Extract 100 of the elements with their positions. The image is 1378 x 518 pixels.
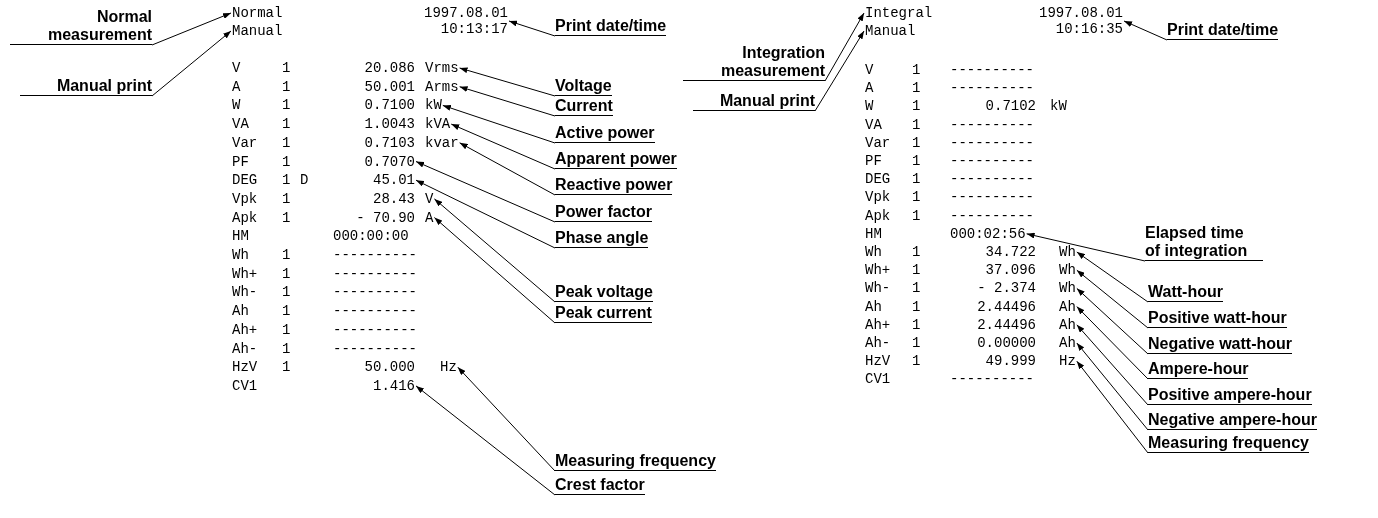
- printout-text: 1: [912, 171, 921, 188]
- printout-text: ----------: [950, 371, 1034, 388]
- printout-text: ----------: [950, 207, 1034, 224]
- printout-text: 1: [912, 335, 921, 351]
- printout-text: 0.7100: [364, 97, 415, 114]
- printout-text: 1: [282, 172, 291, 189]
- printout-text: A: [425, 209, 434, 226]
- leader-line: [1076, 360, 1149, 454]
- leader-line: [433, 198, 556, 303]
- printout-text: Vpk: [865, 189, 891, 206]
- printout-text: 2.44496: [977, 316, 1036, 333]
- callout-label: Peak voltage: [555, 283, 653, 302]
- leader-line: [433, 217, 556, 324]
- printout-text: 1: [912, 134, 921, 151]
- printout-text: HzV: [865, 353, 891, 370]
- callout-label: Print date/time: [555, 17, 667, 36]
- printout-text: 1: [912, 153, 921, 169]
- printout-text: 1: [912, 316, 921, 333]
- printout-text: 1: [282, 60, 291, 76]
- printout-text: Apk: [232, 209, 258, 226]
- leader-line: [450, 123, 556, 170]
- printout-text: Apk: [865, 207, 891, 224]
- callout-label: Apparent power: [555, 150, 677, 169]
- printout-text: 1: [282, 265, 291, 282]
- callout-label: Integration measurement: [683, 44, 825, 81]
- printout-text: Manual: [232, 23, 283, 39]
- printout-text: ----------: [950, 80, 1034, 97]
- printout-text: Vpk: [232, 190, 258, 207]
- leader-line: [1076, 251, 1149, 303]
- printout-text: ----------: [333, 247, 417, 263]
- leader-line: [415, 179, 556, 249]
- printout-text: Wh: [1059, 280, 1076, 297]
- printout-text: Wh: [865, 244, 882, 260]
- printout-text: kW: [425, 97, 442, 114]
- callout-label: Negative ampere-hour: [1148, 411, 1317, 430]
- printout-text: HM: [232, 228, 249, 245]
- printout-text: 1: [912, 116, 921, 133]
- printout-text: ----------: [333, 284, 417, 301]
- callout-label: Active power: [555, 124, 655, 143]
- leader-line: [459, 67, 556, 97]
- printout-text: CV1: [865, 371, 891, 388]
- printout-text: 49.999: [985, 353, 1036, 370]
- printout-text: Integral: [865, 5, 933, 21]
- printout-text: 1: [282, 134, 291, 151]
- printout-text: DEG: [865, 171, 891, 188]
- printout-text: Manual: [865, 23, 916, 39]
- leader-line: [1076, 287, 1149, 355]
- printout-text: - 70.90: [356, 209, 415, 226]
- printout-text: Ah+: [865, 316, 891, 333]
- printout-text: 1: [912, 98, 921, 115]
- printout-text: 1: [282, 303, 291, 320]
- printout-text: A: [232, 78, 241, 95]
- leader-line: [1076, 324, 1149, 406]
- leader-line: [151, 30, 232, 97]
- printout-text: 1: [282, 97, 291, 114]
- printout-text: Wh+: [865, 262, 891, 279]
- printout-text: CV1: [232, 377, 258, 394]
- printout-text: ----------: [333, 265, 417, 282]
- printout-text: Ah-: [865, 335, 891, 351]
- printout-text: Var: [232, 134, 258, 151]
- callout-label: Normal measurement: [10, 8, 152, 45]
- printout-text: 1: [912, 298, 921, 315]
- printout-text: 1: [282, 153, 291, 170]
- callout-label: Measuring frequency: [1148, 434, 1309, 453]
- printout-text: Ah+: [232, 321, 258, 338]
- printout-text: 1: [912, 353, 921, 370]
- leader-line: [459, 86, 556, 117]
- printout-text: ----------: [950, 116, 1034, 133]
- callout-label: Ampere-hour: [1148, 360, 1249, 379]
- callout-label: Manual print: [693, 92, 815, 111]
- printout-text: 2.44496: [977, 298, 1036, 315]
- leader-line: [1076, 269, 1149, 329]
- callout-label: Current: [555, 97, 613, 116]
- printout-text: 1.416: [373, 377, 415, 394]
- leader-line: [415, 161, 556, 223]
- printout-text: DEG: [232, 172, 258, 189]
- printout-text: VA: [865, 116, 882, 133]
- printout-text: 1: [912, 280, 921, 297]
- printout-text: 50.001: [364, 78, 415, 95]
- printout-text: 1: [282, 284, 291, 301]
- leader-line: [457, 366, 556, 472]
- printout-text: Wh: [232, 247, 249, 263]
- printout-text: ----------: [950, 134, 1034, 151]
- printout-text: Arms: [425, 78, 459, 95]
- leader-line: [151, 12, 232, 46]
- printout-text: W: [232, 97, 241, 114]
- callout-label: Positive ampere-hour: [1148, 386, 1312, 405]
- printout-text: 1: [912, 244, 921, 260]
- printout-text: 20.086: [364, 60, 415, 76]
- printout-text: 1: [912, 80, 921, 97]
- callout-label: Crest factor: [555, 476, 645, 495]
- printout-text: Hz: [440, 359, 457, 376]
- printout-text: 50.000: [364, 359, 415, 376]
- printout-text: PF: [865, 153, 882, 169]
- printout-text: 1: [282, 359, 291, 376]
- printout-text: kVA: [425, 116, 451, 133]
- callout-label: Reactive power: [555, 176, 673, 195]
- printout-text: Ah: [1059, 298, 1076, 315]
- printout-text: 1: [912, 207, 921, 224]
- printout-text: Vrms: [425, 60, 459, 76]
